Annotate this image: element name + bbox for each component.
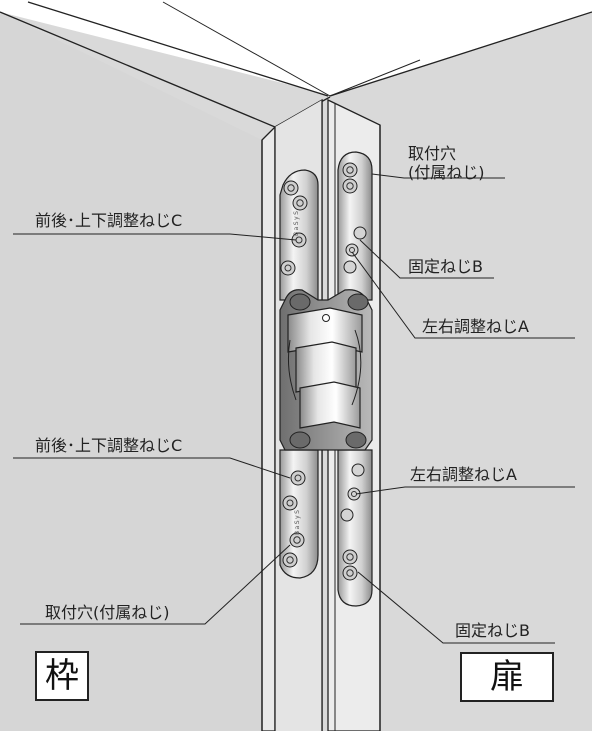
label-lr-adjust-screw-a-upper: 左右調整ねじA [422, 317, 529, 336]
hinge-body [279, 289, 373, 451]
label-mount-hole-right-line1: 取付穴 [408, 144, 457, 163]
door-plate-upper [337, 151, 373, 301]
door-box: 扉 [460, 652, 554, 702]
label-lr-adjust-screw-a-lower: 左右調整ねじA [410, 465, 517, 484]
leader-lines [13, 173, 575, 644]
label-fixing-screw-b-lower: 固定ねじB [455, 621, 530, 640]
plate-marking-upper: BaSyS [293, 210, 300, 236]
label-adjust-screw-c-lower: 前後･上下調整ねじC [35, 436, 183, 455]
label-mount-hole-right-line2: (付属ねじ) [408, 163, 485, 182]
label-mount-hole-left: 取付穴(付属ねじ) [45, 603, 170, 622]
label-fixing-screw-b-upper: 固定ねじB [408, 257, 483, 276]
label-adjust-screw-c-upper: 前後･上下調整ねじC [35, 211, 183, 230]
plate-marking-lower: BaSyS [294, 509, 301, 535]
label-mount-hole-right: 取付穴 (付属ねじ) [408, 144, 485, 182]
door-plate-lower [337, 449, 373, 607]
frame-box: 枠 [35, 651, 89, 701]
